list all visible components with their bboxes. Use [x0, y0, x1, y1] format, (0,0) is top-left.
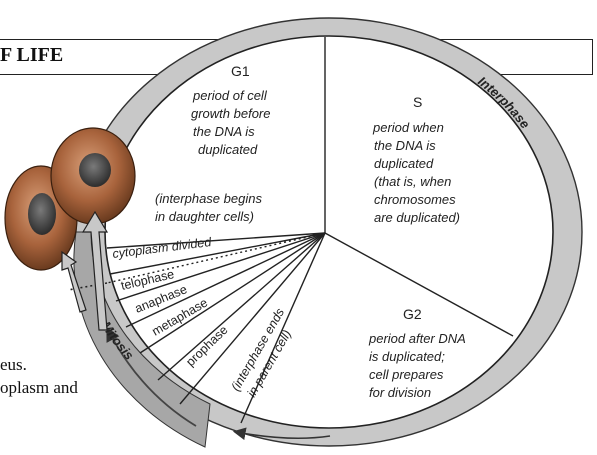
- g1-desc-line-1: period of cell: [192, 88, 268, 103]
- g1-desc-line-3: the DNA is: [193, 124, 255, 139]
- interphase-begins-line-1: (interphase begins: [155, 191, 262, 206]
- s-title: S: [413, 94, 422, 110]
- s-desc-line-2: the DNA is: [374, 138, 436, 153]
- s-desc-line-1: period when: [372, 120, 444, 135]
- g2-title: G2: [403, 306, 422, 322]
- g2-desc-line-4: for division: [369, 385, 431, 400]
- s-desc-line-6: are duplicated): [374, 210, 460, 225]
- nucleus-icon: [79, 153, 111, 187]
- g1-title: G1: [231, 63, 250, 79]
- g2-desc-line-2: is duplicated;: [369, 349, 445, 364]
- g2-desc-line-3: cell prepares: [369, 367, 444, 382]
- s-desc-line-4: (that is, when: [374, 174, 451, 189]
- s-desc-line-5: chromosomes: [374, 192, 456, 207]
- interphase-begins-line-2: in daughter cells): [155, 209, 254, 224]
- partial-title: F LIFE: [0, 44, 63, 67]
- g1-desc-line-4: duplicated: [198, 142, 258, 157]
- s-desc-line-3: duplicated: [374, 156, 434, 171]
- nucleus-icon: [28, 193, 56, 235]
- daughter-cell-front: [51, 128, 135, 224]
- g2-desc-line-1: period after DNA: [368, 331, 466, 346]
- inner-cycle: [105, 36, 553, 428]
- g1-desc-line-2: growth before: [191, 106, 271, 121]
